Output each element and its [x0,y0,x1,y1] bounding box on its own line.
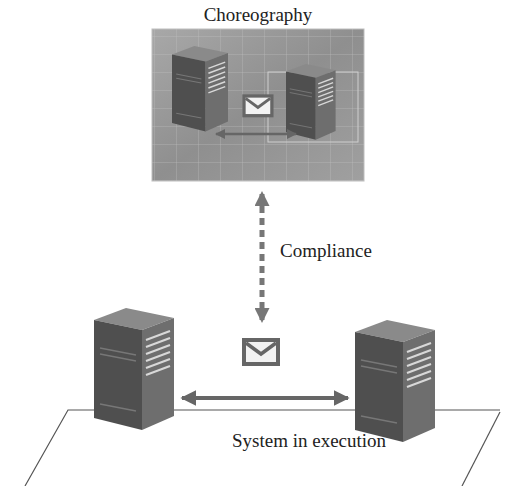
compliance-arrow [260,194,265,320]
execution-platform: System in execution [0,322,507,486]
edge-label: Compliance [278,240,374,262]
choreography-panel: Choreography [152,0,364,190]
panel-heading: Choreography [204,4,313,26]
platform-label: System in execution [232,430,386,452]
